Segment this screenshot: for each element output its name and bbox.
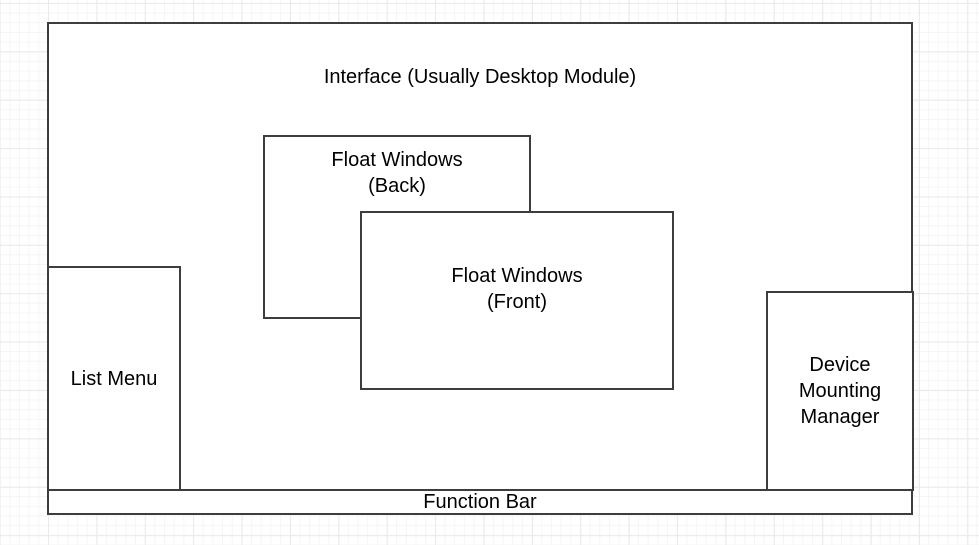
function-bar-box[interactable]: Function Bar: [47, 489, 913, 515]
list-menu-label: List Menu: [70, 367, 158, 390]
list-menu-box[interactable]: List Menu: [47, 266, 181, 491]
interface-container-label: Interface (Usually Desktop Module): [323, 66, 637, 88]
float-window-front-label: Float Windows (Front): [451, 265, 583, 313]
float-window-back-label: Float Windows (Back): [331, 149, 463, 197]
device-mounting-manager-label: Device Mounting Manager: [798, 354, 882, 428]
float-window-front-box[interactable]: Float Windows (Front): [360, 211, 674, 390]
device-mounting-manager-box[interactable]: Device Mounting Manager: [766, 291, 914, 491]
function-bar-label: Function Bar: [423, 491, 537, 513]
